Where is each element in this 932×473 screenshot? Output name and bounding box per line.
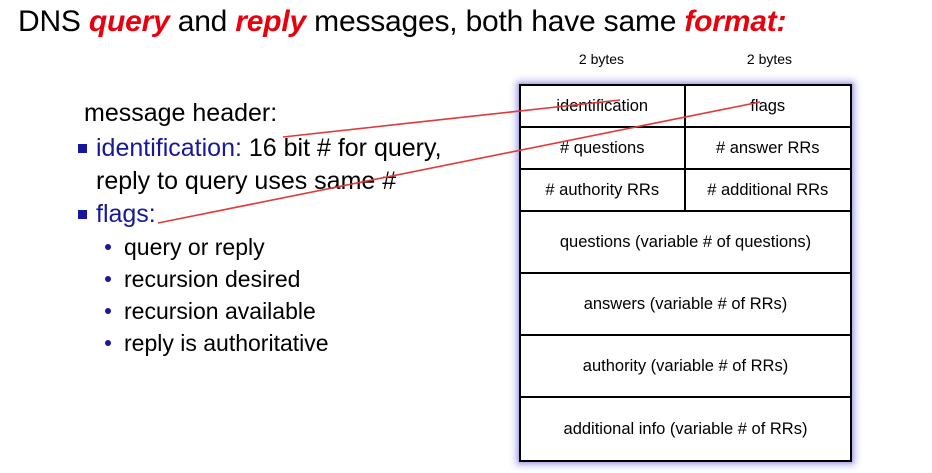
body-text-block: message header: identification: 16 bit #… <box>72 96 502 359</box>
cell-num-additional-rrs: # additional RRs <box>685 170 850 210</box>
title-emphasis-reply: reply <box>235 5 307 38</box>
measure-right-2-bytes: 2 bytes <box>687 50 852 76</box>
cell-questions-section: questions (variable # of questions) <box>521 212 850 272</box>
measure-left-2-bytes: 2 bytes <box>519 50 684 76</box>
square-bullet-icon <box>78 210 87 219</box>
subbullet-label: recursion available <box>124 298 316 324</box>
bullet-identification: identification: 16 bit # for query, <box>72 132 502 165</box>
subbullet-query-or-reply: query or reply <box>72 231 502 263</box>
byte-width-measures: 2 bytes 2 bytes <box>519 50 852 78</box>
round-bullet-icon <box>105 276 111 282</box>
table-row: additional info (variable # of RRs) <box>521 398 850 460</box>
round-bullet-icon <box>105 340 111 346</box>
bullet-flags: flags: <box>72 198 502 231</box>
table-row: answers (variable # of RRs) <box>521 274 850 336</box>
message-header-label: message header: <box>84 99 278 127</box>
round-bullet-icon <box>105 308 111 314</box>
bullet-identification-keyword: identification: <box>96 134 242 162</box>
subbullet-recursion-available: recursion available <box>72 295 502 327</box>
title-emphasis-query: query <box>88 5 170 38</box>
title-emphasis-format: format: <box>684 5 787 38</box>
subbullet-label: query or reply <box>124 234 265 260</box>
table-row: identification flags <box>521 86 850 128</box>
bullet-flags-keyword: flags: <box>96 200 156 228</box>
measure-left-label: 2 bytes <box>519 50 684 68</box>
title-segment-3: messages, both have same <box>306 5 685 38</box>
table-row: authority (variable # of RRs) <box>521 336 850 398</box>
bullet-identification-continuation: reply to query uses same # <box>96 167 397 195</box>
square-bullet-icon <box>78 144 87 153</box>
cell-num-authority-rrs: # authority RRs <box>521 170 686 210</box>
dns-message-format-table: identification flags # questions # answe… <box>519 84 852 462</box>
cell-answers-section: answers (variable # of RRs) <box>521 274 850 334</box>
subbullet-label: recursion desired <box>124 266 301 292</box>
round-bullet-icon <box>105 244 111 250</box>
table-row: # authority RRs # additional RRs <box>521 170 850 212</box>
title-segment-1: DNS <box>18 5 89 38</box>
bullet-identification-text: 16 bit # for query, <box>241 134 442 162</box>
cell-flags: flags <box>685 86 850 126</box>
subbullet-label: reply is authoritative <box>124 330 329 356</box>
page-title: DNS query and reply messages, both have … <box>18 2 918 42</box>
cell-authority-section: authority (variable # of RRs) <box>521 336 850 396</box>
subbullet-reply-is-authoritative: reply is authoritative <box>72 327 502 359</box>
cell-num-answer-rrs: # answer RRs <box>685 128 850 168</box>
cell-additional-info-section: additional info (variable # of RRs) <box>521 398 850 460</box>
title-segment-2: and <box>169 5 236 38</box>
measure-right-label: 2 bytes <box>687 50 852 68</box>
table-row: questions (variable # of questions) <box>521 212 850 274</box>
subbullet-recursion-desired: recursion desired <box>72 263 502 295</box>
cell-identification: identification <box>521 86 686 126</box>
table-row: # questions # answer RRs <box>521 128 850 170</box>
cell-num-questions: # questions <box>521 128 686 168</box>
